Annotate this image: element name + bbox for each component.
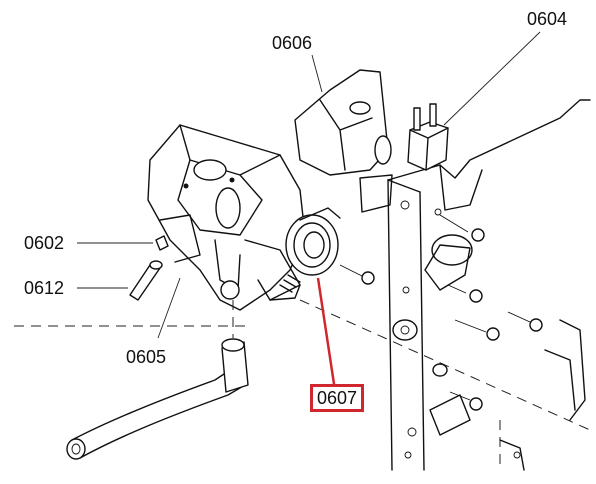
mounting-plate [387,99,591,471]
label-0602: 0602 [24,233,65,253]
label-0607-highlighted: 0607 [310,384,365,412]
clip-0602 [155,235,169,251]
leader-lines [77,31,541,385]
label-0606: 0606 [272,33,313,53]
label-0605: 0605 [126,347,167,367]
valve-0607 [285,207,341,276]
label-0612: 0612 [24,278,65,298]
label-0604: 0604 [527,9,568,29]
main-housing [147,124,306,311]
drain-tube [66,300,249,460]
connector-0604 [407,103,449,171]
bracket-0606 [294,69,393,213]
mounting-screws [339,214,543,411]
pin-0612 [129,260,163,301]
